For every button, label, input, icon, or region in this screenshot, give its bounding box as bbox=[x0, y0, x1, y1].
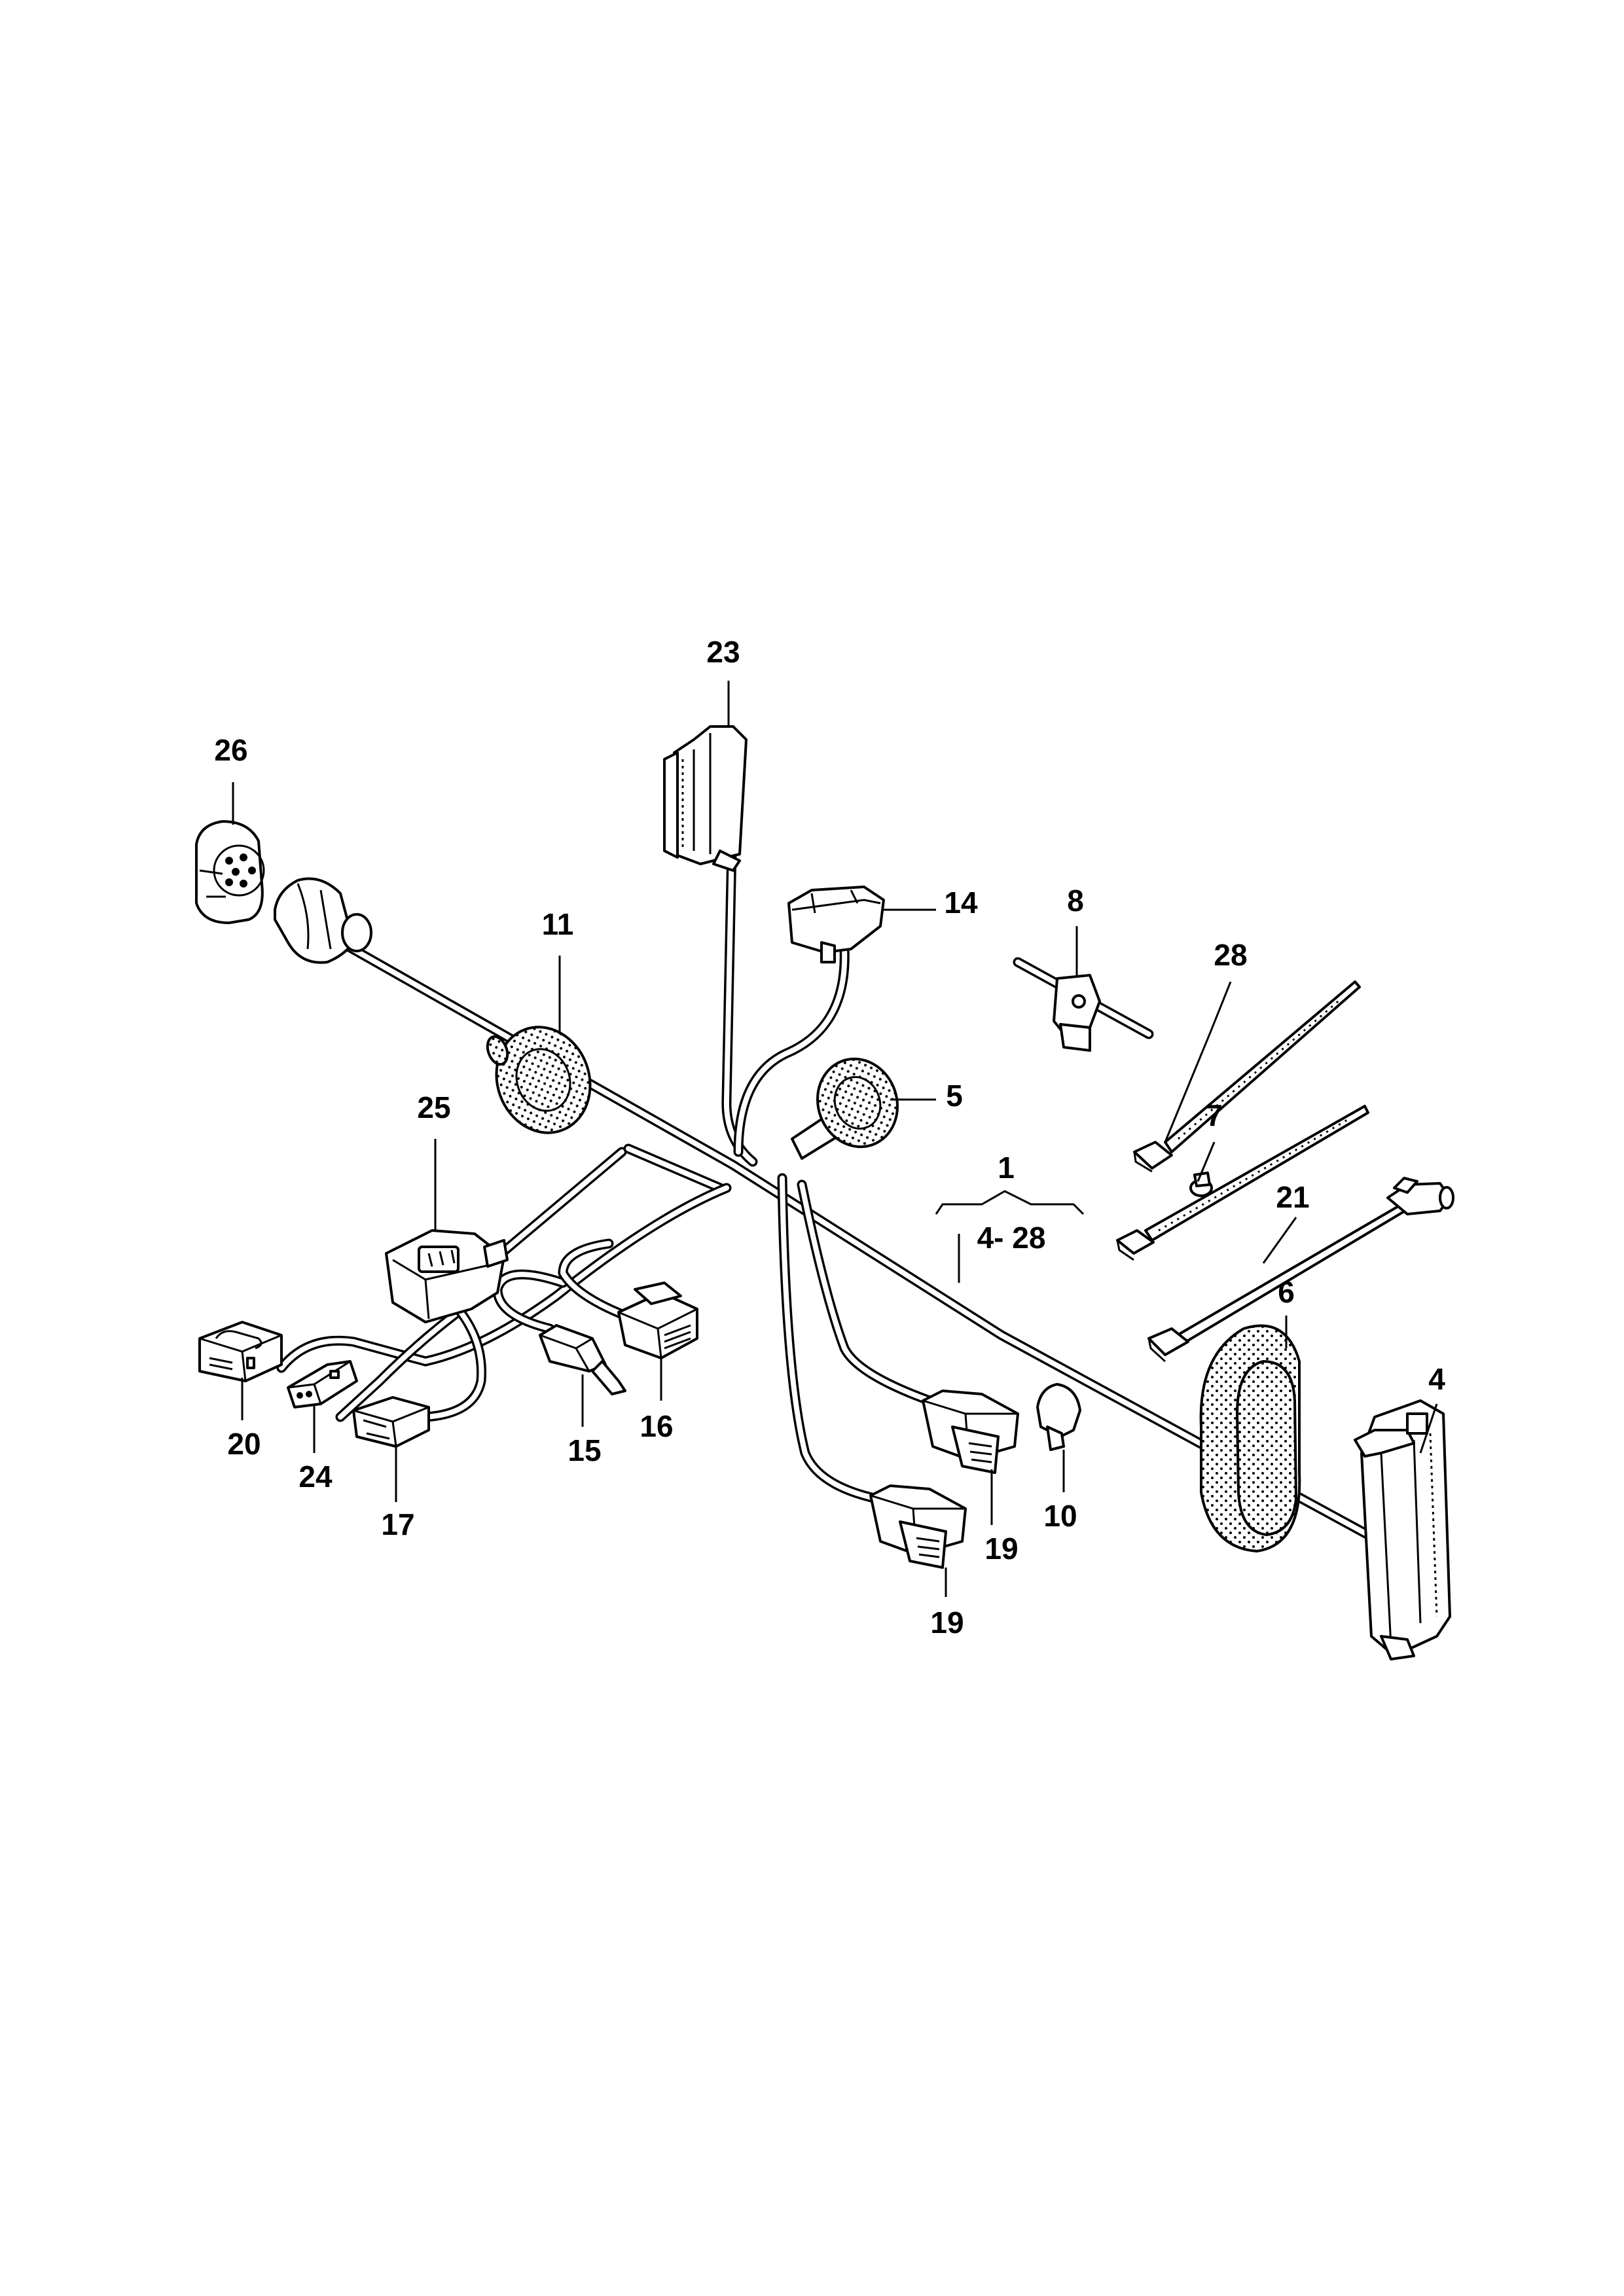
callout-4: 4 bbox=[1428, 1362, 1445, 1396]
callout-25: 25 bbox=[417, 1090, 450, 1124]
callout-19b: 19 bbox=[930, 1605, 964, 1640]
callout-10: 10 bbox=[1043, 1499, 1077, 1533]
part-11-grommet bbox=[486, 1026, 592, 1134]
part-26-round-connector bbox=[195, 820, 265, 924]
part-10-clip bbox=[1036, 1383, 1081, 1451]
part-5-grommet bbox=[791, 1057, 899, 1160]
part-23-multipin-connector bbox=[663, 725, 748, 872]
callout-19a: 19 bbox=[984, 1532, 1018, 1566]
callout-labels: 23 26 11 14 8 28 5 25 7 1 21 4- 28 6 4 1… bbox=[214, 635, 1445, 1640]
callout-7: 7 bbox=[1206, 1098, 1223, 1132]
callout-6: 6 bbox=[1278, 1275, 1295, 1309]
part-4-multipin-connector bbox=[1354, 1399, 1451, 1660]
callout-8: 8 bbox=[1067, 884, 1084, 918]
part-28-cable-tie bbox=[1133, 980, 1361, 1173]
part-6-foam-sleeve bbox=[1199, 1324, 1301, 1553]
part-8-cable-clip bbox=[1013, 957, 1154, 1052]
part-21-tie-clip bbox=[1147, 1177, 1454, 1363]
part-26-plug-housing bbox=[274, 877, 372, 964]
callout-17: 17 bbox=[381, 1507, 414, 1541]
part-25-connector bbox=[385, 1229, 509, 1323]
part-24-connector bbox=[287, 1360, 358, 1408]
callout-1: 1 bbox=[998, 1151, 1015, 1185]
part-7-cable-tie-clip bbox=[1116, 1105, 1369, 1261]
part-16-connector bbox=[617, 1282, 698, 1359]
callout-14: 14 bbox=[944, 886, 978, 920]
callout-5: 5 bbox=[946, 1079, 963, 1113]
callout-23: 23 bbox=[706, 635, 740, 669]
part-15-clip bbox=[539, 1324, 626, 1395]
part-14-connector-block bbox=[787, 886, 885, 963]
callout-26: 26 bbox=[214, 733, 247, 767]
callout-16: 16 bbox=[640, 1409, 673, 1443]
callout-11: 11 bbox=[542, 907, 574, 941]
part-19-lower-connector bbox=[869, 1484, 967, 1569]
callout-20: 20 bbox=[227, 1427, 261, 1461]
callout-1-range: 4- 28 bbox=[977, 1221, 1046, 1255]
callout-15: 15 bbox=[568, 1433, 601, 1467]
part-20-connector bbox=[198, 1321, 283, 1382]
callout-21: 21 bbox=[1276, 1180, 1309, 1214]
leader-lines bbox=[232, 681, 1438, 1597]
callout-24: 24 bbox=[298, 1460, 333, 1494]
part-19-upper-connector bbox=[922, 1390, 1019, 1474]
part-17-connector bbox=[352, 1396, 430, 1448]
callout-28: 28 bbox=[1214, 938, 1247, 972]
